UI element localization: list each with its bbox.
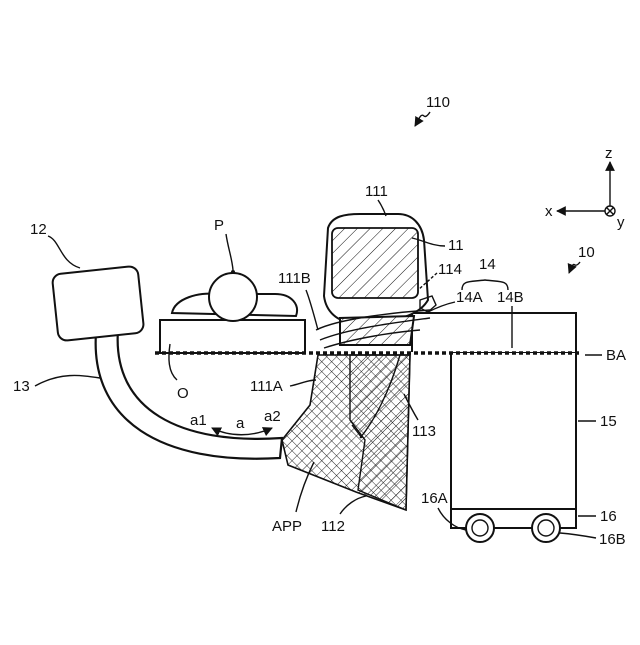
- console-top: [412, 313, 576, 352]
- label-APP: APP: [272, 518, 302, 535]
- leader-13: [35, 375, 100, 386]
- leader-112: [340, 496, 366, 514]
- label-12: 12: [30, 221, 47, 238]
- label-16A: 16A: [421, 490, 448, 507]
- label-16: 16: [600, 508, 617, 525]
- label-14A: 14A: [456, 289, 483, 306]
- label-14B: 14B: [497, 289, 524, 306]
- label-O: O: [177, 385, 189, 402]
- leader-111A: [290, 380, 316, 386]
- wheel-left: [466, 514, 494, 542]
- label-113: 113: [412, 423, 436, 440]
- wheel-right: [532, 514, 560, 542]
- axis-indicator: z x y: [545, 145, 625, 231]
- label-112: 112: [321, 518, 345, 535]
- label-111B: 111B: [278, 270, 311, 287]
- monitor-box: [52, 266, 145, 342]
- leader-111B: [306, 290, 318, 330]
- patient-table: [160, 320, 305, 353]
- label-16B: 16B: [599, 531, 626, 548]
- label-13: 13: [13, 378, 30, 395]
- leader-P: [226, 234, 233, 270]
- label-a: a: [236, 415, 245, 432]
- label-14: 14: [479, 256, 496, 273]
- label-a2: a2: [264, 408, 281, 425]
- label-110: 110: [426, 94, 450, 111]
- leader-10: [569, 262, 580, 273]
- leader-12: [48, 236, 80, 268]
- leader-14A: [428, 302, 455, 312]
- screen-11: [332, 228, 418, 298]
- label-BA: BA: [606, 347, 626, 364]
- axis-z-label: z: [605, 145, 613, 162]
- label-114: 114: [438, 261, 462, 278]
- label-15: 15: [600, 413, 617, 430]
- axis-x-label: x: [545, 203, 553, 220]
- label-10: 10: [578, 244, 595, 261]
- axis-y-label: y: [617, 214, 625, 231]
- label-a1: a1: [190, 412, 207, 429]
- label-111: 111: [365, 183, 388, 200]
- leader-110: [415, 112, 430, 126]
- cart-body: [451, 352, 576, 509]
- pedestal-112: [350, 355, 410, 510]
- label-11: 11: [448, 237, 464, 254]
- label-P: P: [214, 217, 224, 234]
- label-111A: 111A: [250, 378, 283, 395]
- leader-16B: [560, 533, 596, 538]
